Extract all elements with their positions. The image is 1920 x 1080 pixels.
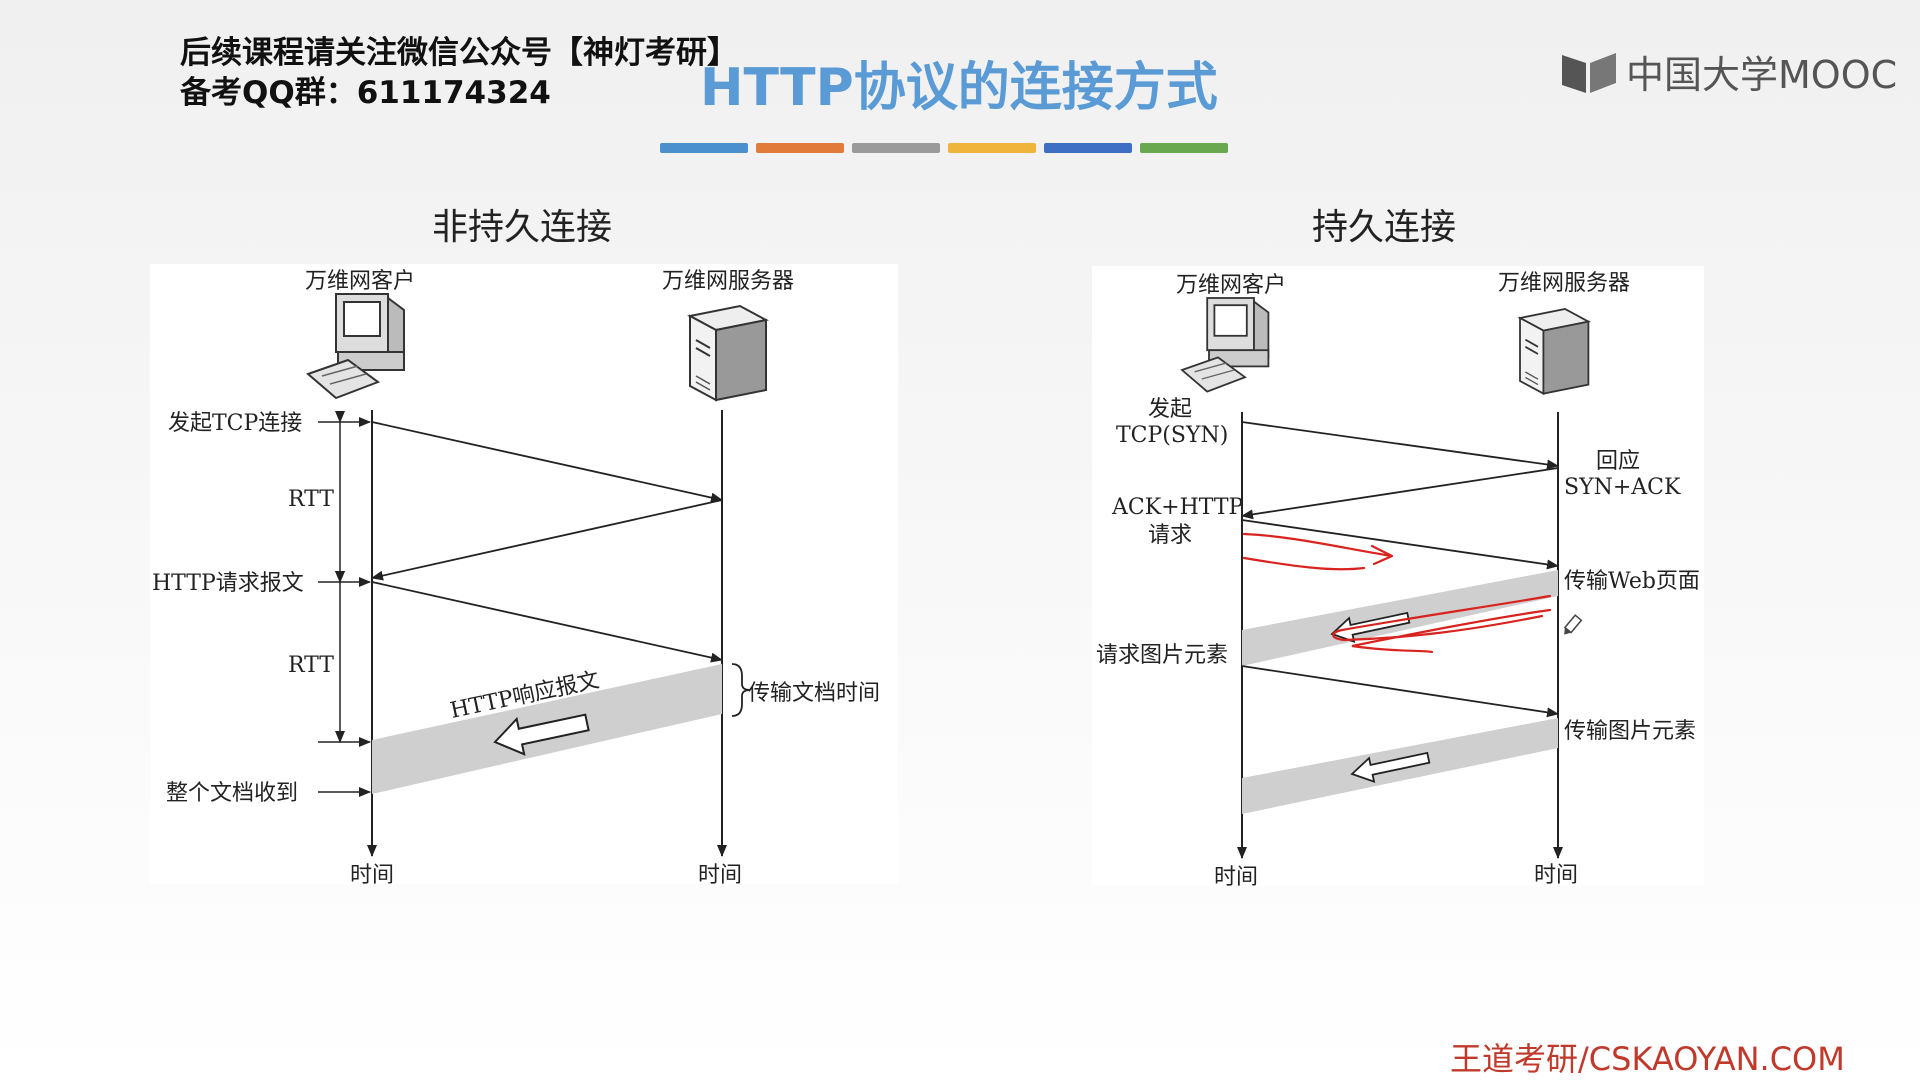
initiate-label-1: 发起	[1148, 397, 1192, 422]
section-title-non-persistent: 非持久连接	[432, 207, 613, 248]
red-annotation	[1242, 532, 1552, 654]
section-title-persistent: 持久连接	[1312, 207, 1457, 248]
initiate-label-2: TCP(SYN)	[1116, 423, 1228, 448]
client-computer-icon	[1180, 297, 1270, 393]
transfer-time-label: 传输文档时间	[748, 681, 880, 706]
color-bar	[756, 143, 844, 153]
transfer-image-label: 传输图片元素	[1564, 719, 1696, 744]
logo-text: 中国大学MOOC	[1626, 53, 1898, 97]
server-label: 万维网服务器	[1498, 271, 1630, 296]
synack-arrow	[371, 499, 723, 581]
server-icon	[687, 304, 769, 402]
reply-label-1: 回应	[1596, 449, 1640, 474]
image-arrow-icon	[1350, 751, 1431, 783]
synack-arrow	[1241, 467, 1559, 520]
request-image-label: 请求图片元素	[1096, 643, 1228, 668]
time-label-client: 时间	[1214, 865, 1258, 886]
initiate-tcp-label: 发起TCP连接	[168, 411, 302, 436]
ack-label-2: 请求	[1148, 523, 1192, 548]
watermark-line-2: 备考QQ群：611174324	[180, 75, 551, 111]
client-label: 万维网客户	[305, 269, 415, 294]
time-label-server: 时间	[1534, 863, 1578, 886]
http-request-label: HTTP请求报文	[152, 571, 304, 596]
server-icon	[1517, 308, 1592, 396]
ack-label-1: ACK+HTTP	[1111, 495, 1244, 520]
mooc-logo: 中国大学MOOC	[1560, 44, 1897, 99]
color-bar	[1140, 143, 1228, 153]
syn-arrow	[1241, 421, 1559, 470]
doc-received-label: 整个文档收到	[166, 781, 298, 806]
request-arrow	[1241, 519, 1559, 570]
transfer-web-label: 传输Web页面	[1564, 569, 1700, 594]
client-label: 万维网客户	[1176, 273, 1286, 298]
color-bar	[948, 143, 1036, 153]
book-icon	[1562, 52, 1616, 93]
persistent-diagram: 万维网客户 万维网服务器 发起 TCP(SYN)	[1092, 266, 1704, 890]
color-bar	[852, 143, 940, 153]
color-bar	[1044, 143, 1132, 153]
pencil-icon	[1563, 614, 1583, 635]
time-label-server: 时间	[698, 863, 742, 884]
response-arrow-icon	[493, 713, 590, 756]
request-arrow	[371, 581, 723, 663]
time-label-client: 时间	[350, 863, 394, 884]
rtt-label-1: RTT	[288, 487, 334, 512]
rtt-label-2: RTT	[288, 653, 334, 678]
image-request-arrow	[1241, 665, 1559, 718]
color-bar	[660, 143, 748, 153]
page-title: HTTP协议的连接方式	[700, 58, 1218, 118]
transfer-brace	[731, 663, 751, 717]
watermark-line-1: 后续课程请关注微信公众号【神灯考研】	[180, 35, 738, 71]
reply-label-2: SYN+ACK	[1564, 475, 1681, 500]
syn-arrow	[371, 421, 723, 503]
client-computer-icon	[306, 293, 405, 400]
footer-brand: 王道考研/CSKAOYAN.COM	[1450, 1040, 1845, 1078]
server-label: 万维网服务器	[662, 269, 794, 294]
non-persistent-diagram: 万维网客户 万维网服务器 发起TCP连接 RTT HTTP请求报文 RTT 整个…	[150, 264, 898, 888]
